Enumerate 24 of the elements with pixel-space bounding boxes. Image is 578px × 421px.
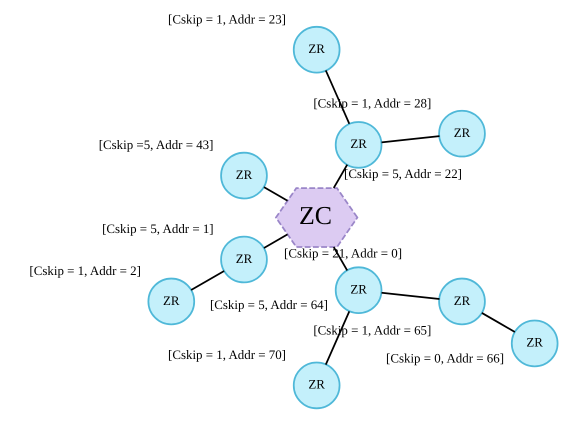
node-label: [Cskip = 1, Addr = 70] [168,347,286,362]
connector [263,234,288,249]
node-circle: ZR [292,26,340,74]
node-label: [Cskip = 0, Addr = 66] [386,350,504,366]
node-circle: ZR [220,236,268,284]
node-circle: ZR [438,110,486,158]
node-circle: ZR [334,121,382,169]
node-label: [Cskip = 1, Addr = 2] [28,263,140,278]
node-label: [Cskip = 5, Addr = 64] [209,297,328,312]
node-circle: ZR [220,152,268,200]
node-circle: ZR [334,266,382,314]
connector [480,312,515,333]
node-circle: ZR [292,362,340,410]
node-label: [Cskip = 5, Addr = 1] [102,221,214,236]
connector [190,270,224,291]
node-circle: ZR [438,278,486,326]
node-label: [Cskip =5, Addr = 43] [98,137,213,152]
node-circle: ZR [147,278,195,326]
node-circle: ZR [510,320,558,368]
node-label: [Cskip = 1, Addr = 23] [168,11,286,26]
connector [380,135,440,144]
connector [380,292,440,300]
connector [263,186,288,202]
connector [332,164,348,188]
